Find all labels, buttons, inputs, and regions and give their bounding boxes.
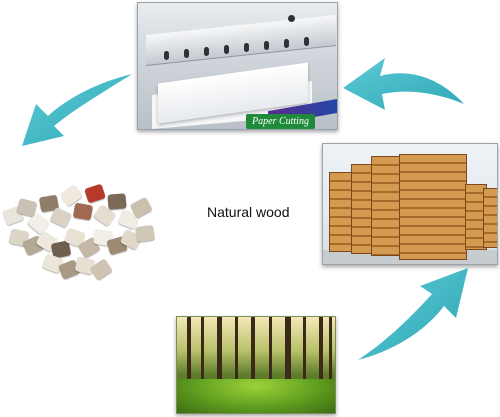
arrow-machine-to-puzzle-icon (22, 74, 132, 146)
lumber-stacks-image (322, 143, 498, 265)
grass (177, 379, 335, 413)
forest-image (176, 316, 336, 414)
natural-wood-label: Natural wood (207, 204, 290, 220)
paper-cutting-machine-image: Paper Cutting (137, 2, 338, 130)
arrow-lumber-to-machine-icon (343, 58, 464, 110)
arrow-forest-to-lumber-icon (358, 268, 468, 360)
paper-cutting-label: Paper Cutting (246, 114, 315, 129)
puzzle-pieces-image (0, 178, 160, 284)
